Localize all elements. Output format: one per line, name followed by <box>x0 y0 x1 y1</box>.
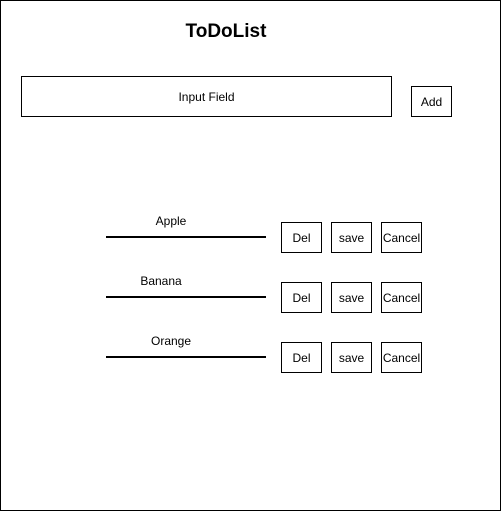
delete-button[interactable]: Del <box>281 222 322 253</box>
todo-item-label: Apple <box>155 214 187 228</box>
todo-item-row: Banana Del save Cancel <box>1 274 501 342</box>
delete-button[interactable]: Del <box>281 282 322 313</box>
save-button[interactable]: save <box>331 282 372 313</box>
cancel-button[interactable]: Cancel <box>381 342 422 373</box>
todo-input-field[interactable]: Input Field <box>21 76 392 117</box>
todo-item-underline <box>106 236 266 238</box>
todo-item-underline <box>106 296 266 298</box>
page-title: ToDoList <box>185 21 267 42</box>
todo-item-label: Orange <box>150 334 192 348</box>
add-button[interactable]: Add <box>411 86 452 117</box>
cancel-button[interactable]: Cancel <box>381 282 422 313</box>
todo-item-label: Banana <box>140 274 182 288</box>
input-field-label: Input Field <box>178 89 235 104</box>
todo-item-row: Orange Del save Cancel <box>1 334 501 402</box>
cancel-button[interactable]: Cancel <box>381 222 422 253</box>
todo-item-row: Apple Del save Cancel <box>1 214 501 282</box>
todo-item-underline <box>106 356 266 358</box>
delete-button[interactable]: Del <box>281 342 322 373</box>
save-button[interactable]: save <box>331 342 372 373</box>
save-button[interactable]: save <box>331 222 372 253</box>
